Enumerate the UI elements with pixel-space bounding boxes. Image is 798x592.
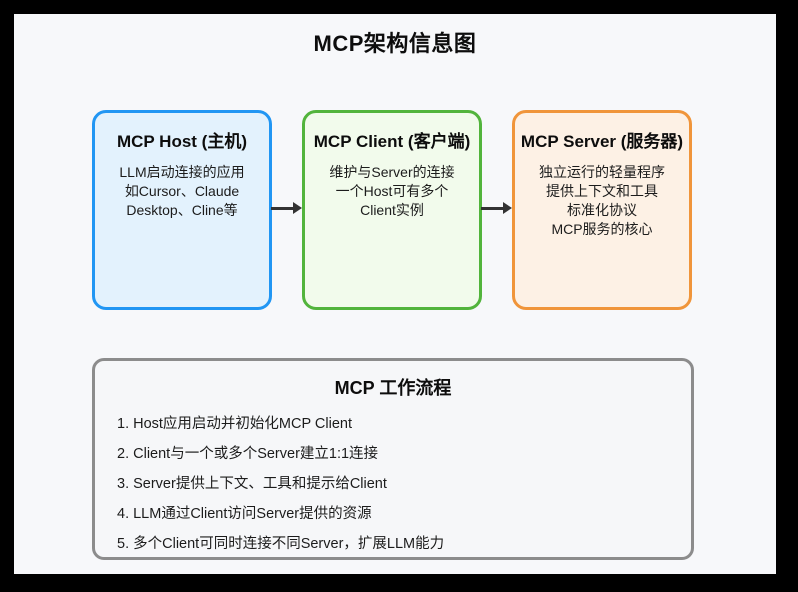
arrow-head-icon xyxy=(503,202,512,214)
workflow-step: 5. 多个Client可同时连接不同Server，扩展LLM能力 xyxy=(117,536,445,552)
arch-box-server-title: MCP Server (服务器) xyxy=(520,132,684,151)
arch-box-server-description: 独立运行的轻量程序提供上下文和工具标准化协议 MCP服务的核心 xyxy=(515,163,689,239)
description-line: Desktop、Cline等 xyxy=(126,202,238,218)
arrow-line xyxy=(271,207,294,210)
arrow-host-to-client-icon xyxy=(271,202,302,215)
description-line: MCP服务的核心 xyxy=(551,221,653,237)
workflow-panel: MCP 工作流程 1. Host应用启动并初始化MCP Client 2. Cli… xyxy=(92,358,694,560)
description-line: Client实例 xyxy=(360,202,424,218)
arch-box-host-title: MCP Host (主机) xyxy=(116,132,247,151)
description-line: 如Cursor、Claude xyxy=(124,183,240,199)
description-line: 维护与Server的连接 xyxy=(329,164,455,180)
arrow-line xyxy=(481,207,504,210)
description-line: 提供上下文和工具 xyxy=(546,183,658,199)
workflow-step: 4. LLM通过Client访问Server提供的资源 xyxy=(117,506,372,522)
description-line: 独立运行的轻量程序 xyxy=(539,164,665,180)
arrow-head-icon xyxy=(293,202,302,214)
page-title: MCP架构信息图 xyxy=(313,31,477,56)
arch-box-client: MCP Client (客户端) 维护与Server的连接一个Host可有多个 C… xyxy=(302,110,482,310)
description-line: LLM启动连接的应用 xyxy=(119,164,245,180)
description-line: 标准化协议 xyxy=(567,202,637,218)
arch-box-client-description: 维护与Server的连接一个Host可有多个 Client实例 xyxy=(305,163,479,220)
workflow-step: 1. Host应用启动并初始化MCP Client xyxy=(117,416,352,432)
arrow-client-to-server-icon xyxy=(481,202,512,215)
arch-box-server: MCP Server (服务器) 独立运行的轻量程序提供上下文和工具标准化协议 M… xyxy=(512,110,692,310)
diagram-canvas: MCP架构信息图 MCP Host (主机) LLM启动连接的应用如Cursor… xyxy=(14,14,776,574)
workflow-step: 2. Client与一个或多个Server建立1:1连接 xyxy=(117,446,379,462)
workflow-title: MCP 工作流程 xyxy=(334,378,452,398)
workflow-step: 3. Server提供上下文、工具和提示给Client xyxy=(117,476,387,492)
description-line: 一个Host可有多个 xyxy=(335,183,449,199)
workflow-steps: 1. Host应用启动并初始化MCP Client 2. Client与一个或多个… xyxy=(95,409,691,559)
arch-box-client-title: MCP Client (客户端) xyxy=(313,132,471,151)
